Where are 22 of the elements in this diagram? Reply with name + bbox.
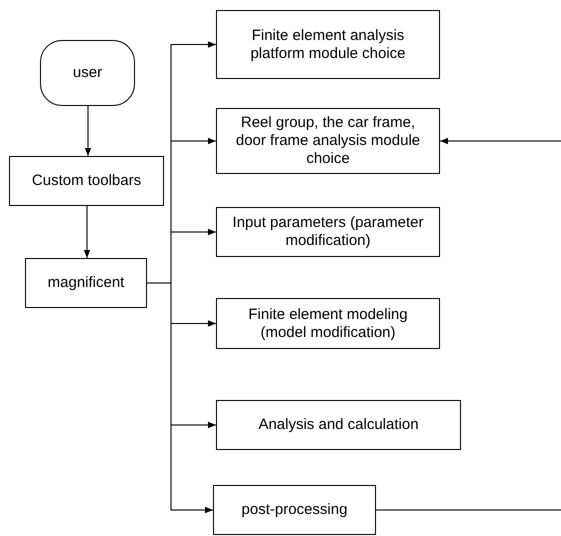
box-label: Finite element modeling (model modification): [247, 306, 409, 342]
box-label: Reel group, the car frame, door frame analysis module choice: [234, 114, 422, 168]
box-label: post-processing: [242, 501, 348, 519]
box-label: Input parameters (parameter modification): [232, 214, 424, 250]
arrow: [84, 106, 92, 156]
process-box: [216, 400, 461, 450]
process-box: [216, 207, 440, 257]
process-box: [213, 485, 376, 535]
process-box: [216, 108, 440, 174]
arrow: [84, 206, 90, 258]
box-label: user: [72, 64, 102, 82]
terminal-box: [40, 40, 135, 106]
arrow: [146, 282, 214, 514]
process-box: [216, 298, 440, 349]
box-label: Analysis and calculation: [258, 416, 419, 434]
process-box: [25, 258, 147, 308]
box-label: magnificent: [48, 274, 124, 292]
process-box: [216, 10, 440, 79]
arrow: [440, 138, 561, 144]
box-label: Finite element analysis platform module choice: [249, 26, 407, 62]
box-label: Custom toolbars: [32, 172, 142, 190]
process-box: [9, 156, 164, 206]
